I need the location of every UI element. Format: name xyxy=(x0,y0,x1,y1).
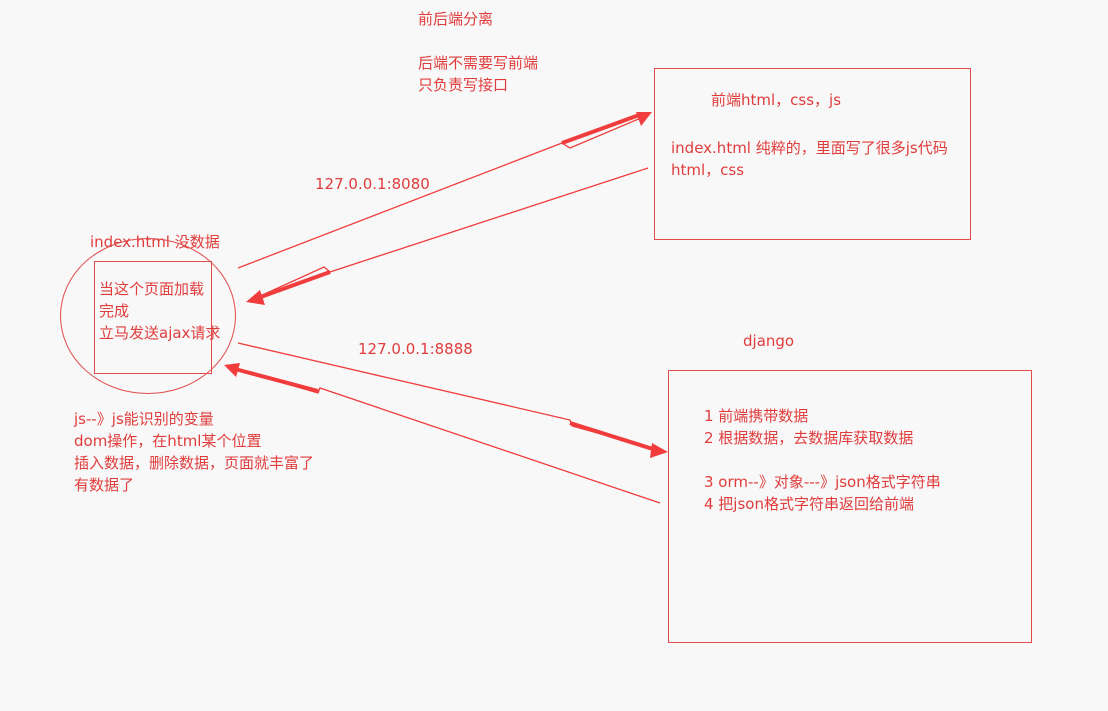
backend-note-line2: 只负责写接口 xyxy=(418,76,509,94)
request-to-frontend-arrow-body xyxy=(561,112,643,145)
frontend-port-label: 127.0.0.1:8080 xyxy=(315,175,430,193)
response-from-backend-arrow-body xyxy=(234,367,319,393)
js-note-line3: 插入数据，删除数据，页面就丰富了 xyxy=(74,454,315,472)
backend-port-label: 127.0.0.1:8888 xyxy=(358,340,473,358)
request-to-backend-arrowhead xyxy=(650,443,668,458)
client-page-box xyxy=(94,261,212,374)
request-to-backend-arrow-body xyxy=(569,421,657,452)
request-to-backend-arrow xyxy=(237,342,657,450)
diagram-title: 前后端分离 xyxy=(418,10,494,28)
request-to-frontend-arrow xyxy=(237,114,649,269)
frontend-server-box xyxy=(654,68,971,240)
js-note-line1: js--》js能识别的变量 xyxy=(74,410,214,428)
response-from-backend-arrow xyxy=(234,368,661,504)
frontend-box-title: 前端html，css，js xyxy=(711,91,842,109)
backend-title: django xyxy=(743,332,795,350)
frontend-box-line1: index.html 纯粹的，里面写了很多js代码 xyxy=(671,139,948,157)
backend-step3: 3 orm--》对象---》json格式字符串 xyxy=(704,473,941,491)
backend-step2: 2 根据数据，去数据库获取数据 xyxy=(704,429,914,447)
js-note-line4: 有数据了 xyxy=(74,476,135,494)
client-line2: 完成 xyxy=(99,302,130,320)
backend-server-box xyxy=(668,370,1032,643)
client-line3: 立马发送ajax请求 xyxy=(99,324,221,342)
response-from-frontend-arrow-body xyxy=(254,270,331,301)
js-note-line2: dom操作，在html某个位置 xyxy=(74,432,262,450)
backend-step4: 4 把json格式字符串返回给前端 xyxy=(704,495,914,513)
client-line1: 当这个页面加载 xyxy=(99,280,205,298)
backend-step1: 1 前端携带数据 xyxy=(704,407,809,425)
backend-note-line1: 后端不需要写前端 xyxy=(418,54,539,72)
response-from-frontend-arrow xyxy=(257,167,649,298)
client-circle xyxy=(60,238,236,394)
frontend-box-line2: html，css xyxy=(671,161,745,179)
response-from-backend-arrowhead xyxy=(224,363,240,377)
